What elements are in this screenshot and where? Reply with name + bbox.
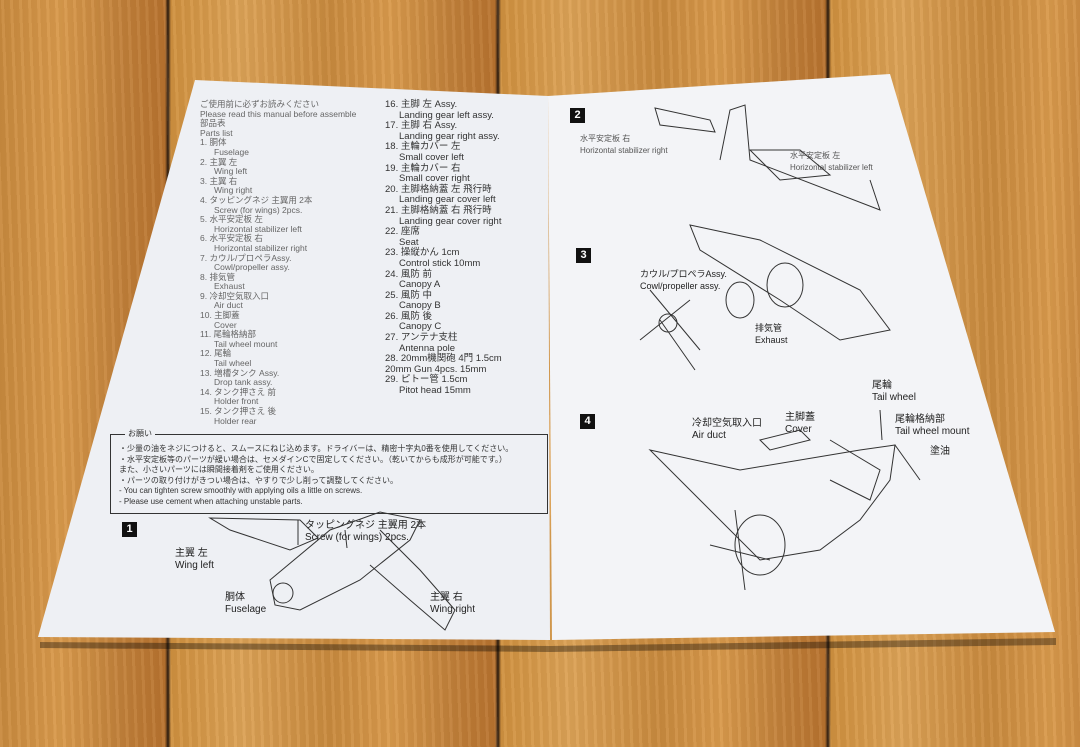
list-item: Wing right	[214, 185, 253, 196]
list-item: Cover	[214, 319, 237, 330]
list-item: 5. 水平安定板 左	[200, 214, 263, 225]
list-item: ・水平安定板等のパーツが緩い場合は、セメダインCで固定してください。（乾いてから…	[119, 454, 507, 464]
step-2-tail-drawing	[654, 104, 881, 211]
notes-box: お願い ・少量の油をネジにつけると、スムースにねじ込めます。ドライバーは、精密十…	[110, 429, 548, 514]
list-item: 20mm Gun 4pcs. 15mm	[385, 363, 487, 375]
list-item: また、小さいパーツには瞬間接着剤をご使用ください。	[119, 465, 319, 474]
list-item: Landing gear cover right	[399, 215, 502, 227]
step-1-badge: 1	[122, 522, 137, 537]
list-item: Horizontal stabilizer right	[214, 242, 308, 253]
list-item: 21. 主脚格納蓋 右 飛行時	[385, 204, 492, 216]
list-item: Holder front	[214, 396, 259, 407]
list-item: Seat	[399, 236, 419, 248]
list-item: Pitot head 15mm	[399, 385, 471, 397]
list-item: Control stick 10mm	[399, 257, 481, 269]
step-4-fuselage-drawing	[648, 409, 921, 591]
list-item: Small cover left	[399, 151, 464, 163]
list-item: 15. タンク押さえ 後	[200, 406, 277, 416]
list-item: 29. ピトー管 1.5cm	[385, 374, 468, 386]
list-item: Cowl/propeller assy.	[214, 262, 290, 273]
stabilizer-right-label: 水平安定板 右 Horizontal stabilizer right	[580, 134, 668, 155]
list-item: 11. 尾輪格納部	[200, 329, 257, 340]
list-item: 20. 主脚格納蓋 左 飛行時	[385, 183, 492, 195]
list-item: Canopy B	[399, 300, 441, 312]
step-3-cowl-drawing	[639, 224, 891, 371]
notes-title: お願い	[125, 429, 155, 439]
list-item: Tail wheel	[214, 358, 252, 369]
list-item: 8. 排気管	[200, 271, 235, 282]
list-item: 13. 増槽タンク Assy.	[200, 367, 280, 378]
list-item: Parts list	[200, 127, 233, 138]
list-item: 18. 主輪カバー 左	[385, 141, 461, 153]
list-item: Air duct	[214, 300, 243, 311]
tail-wheel-label: 尾輪 Tail wheel	[872, 380, 916, 403]
list-item: Canopy C	[399, 321, 442, 333]
list-item: Canopy A	[399, 279, 441, 291]
oil-label: 塗油	[930, 446, 950, 457]
list-item: ・パーツの取り付けがきつい場合は、やすりで少し削って調整してください。	[119, 475, 398, 485]
list-item: 28. 20mm機関砲 4門 1.5cm	[385, 353, 502, 365]
list-item: 14. タンク押さえ 前	[200, 386, 277, 397]
list-item: 6. 水平安定板 右	[200, 233, 263, 244]
list-item: 7. カウル/プロペラAssy.	[200, 252, 292, 263]
screw-label: タッピングネジ 主翼用 2本 Screw (for wings) 2pcs.	[305, 520, 427, 543]
list-item: 17. 主脚 右 Assy.	[385, 120, 458, 132]
list-item: 12. 尾輪	[200, 348, 232, 359]
list-item: Holder rear	[214, 415, 257, 426]
step-1-airplane-drawing	[208, 511, 456, 631]
list-item: 1. 胴体	[200, 137, 227, 148]
step-4-badge: 4	[580, 414, 595, 429]
list-item: 10. 主脚蓋	[200, 310, 240, 321]
list-item: 19. 主輪カバー 右	[385, 162, 461, 174]
list-item: 2. 主翼 左	[200, 156, 238, 167]
list-item: ご使用前に必ずお読みください	[200, 99, 320, 109]
list-item: Antenna pole	[399, 342, 455, 354]
list-item: Landing gear right assy.	[399, 130, 500, 142]
list-item: 4. タッピングネジ 主翼用 2本	[200, 194, 313, 205]
list-item: - You can tighten screw smoothly with ap…	[119, 486, 363, 495]
fuselage-label: 胴体 Fuselage	[225, 592, 267, 615]
list-item: 24. 風防 前	[385, 268, 432, 280]
list-item: - Please use cement when attaching unsta…	[119, 496, 303, 506]
list-item: Horizontal stabilizer left	[214, 223, 302, 234]
list-item: 23. 操縦かん 1cm	[385, 247, 460, 259]
wing-right-label: 主翼 右 Wing right	[430, 592, 476, 615]
list-item: Screw (for wings) 2pcs.	[214, 204, 303, 215]
cowl-label: カウル/プロペラAssy. Cowl/propeller assy.	[640, 269, 727, 291]
list-item: 3. 主翼 右	[200, 175, 238, 186]
wing-left-label: 主翼 左 Wing left	[175, 548, 214, 571]
list-item: Please read this manual before assemble	[200, 108, 357, 119]
cover-label: 主脚蓋 Cover	[785, 412, 815, 435]
list-item: ・少量の油をネジにつけると、スムースにねじ込めます。ドライバーは、精密十字丸0番…	[119, 444, 514, 453]
list-item: Small cover right	[399, 173, 470, 185]
list-item: 26. 風防 後	[385, 310, 432, 322]
list-item: 部品表	[200, 118, 226, 129]
list-item: 25. 風防 中	[385, 289, 432, 301]
parts-list-second-column: 16. 主脚 左 Assy.Landing gear left assy.17.…	[385, 99, 502, 397]
list-item: 27. アンテナ支柱	[385, 332, 458, 344]
list-item: Wing left	[214, 166, 248, 177]
stabilizer-left-label: 水平安定板 左 Horizontal stabilizer left	[790, 151, 873, 172]
list-item: 9. 冷却空気取入口	[200, 290, 269, 301]
tail-wheel-mount-label: 尾輪格納部 Tail wheel mount	[895, 414, 970, 437]
list-item: 16. 主脚 左 Assy.	[385, 99, 458, 110]
list-item: Fuselage	[214, 146, 249, 157]
list-item: Exhaust	[214, 281, 245, 292]
list-item: Landing gear left assy.	[399, 109, 494, 121]
step-3-badge: 3	[576, 248, 591, 263]
air-duct-label: 冷却空気取入口 Air duct	[692, 418, 762, 441]
step-2-badge: 2	[570, 108, 585, 123]
exhaust-label: 排気管 Exhaust	[755, 323, 788, 345]
list-item: Landing gear cover left	[399, 194, 496, 206]
list-item: 22. 座席	[385, 226, 420, 238]
list-item: Tail wheel mount	[214, 338, 278, 349]
list-item: Drop tank assy.	[214, 377, 273, 388]
